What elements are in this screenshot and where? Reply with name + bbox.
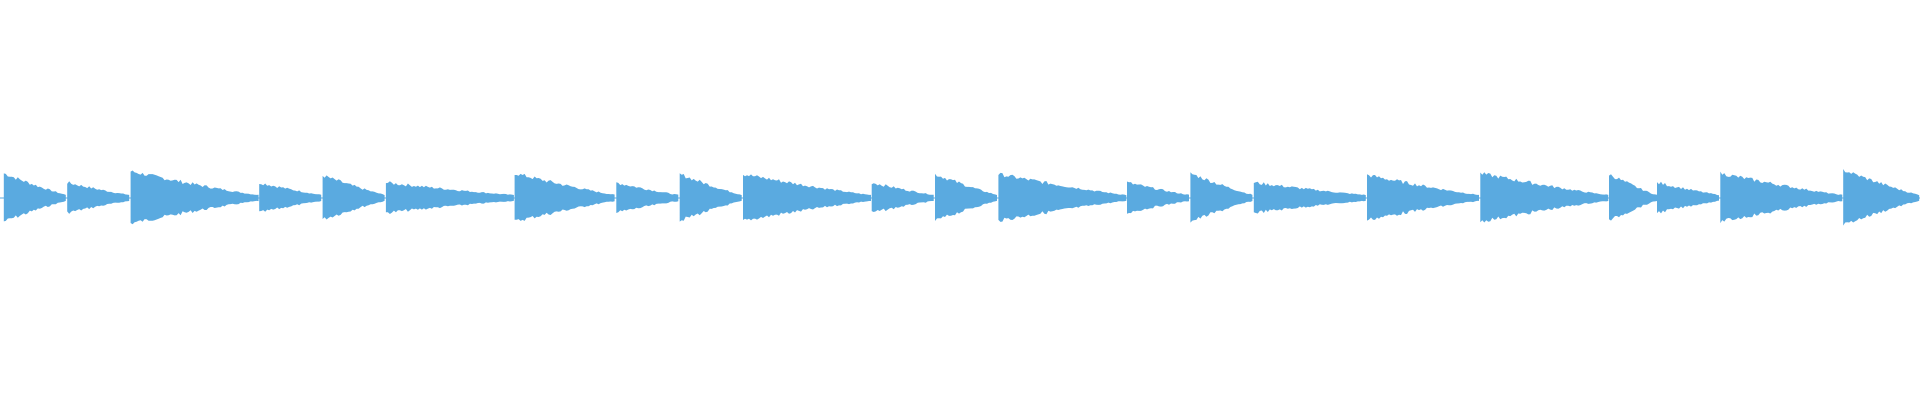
waveform-transient bbox=[616, 182, 679, 213]
waveform-transient bbox=[130, 170, 259, 225]
waveform-transient bbox=[679, 173, 742, 222]
waveform-transient bbox=[514, 173, 615, 221]
waveform-transient bbox=[259, 183, 322, 212]
waveform-transient bbox=[1657, 181, 1719, 214]
waveform-transient bbox=[1367, 174, 1479, 221]
waveform-transient bbox=[743, 174, 871, 221]
waveform-transient bbox=[998, 172, 1127, 222]
waveform-transient bbox=[1480, 172, 1609, 223]
waveform-transient bbox=[1609, 174, 1657, 221]
waveform-transient bbox=[935, 173, 997, 221]
waveform-transient bbox=[1843, 169, 1920, 226]
waveform-transient bbox=[1190, 172, 1253, 223]
waveform-transient bbox=[385, 181, 514, 214]
waveform-transient bbox=[1253, 181, 1366, 214]
waveform-transient bbox=[3, 173, 66, 222]
waveform-transient bbox=[1720, 171, 1843, 224]
waveform-transient bbox=[1127, 181, 1189, 214]
waveform-transient bbox=[322, 175, 385, 220]
waveform-transients bbox=[3, 169, 1920, 226]
waveform-transient bbox=[871, 183, 934, 212]
waveform-transient bbox=[67, 181, 130, 214]
